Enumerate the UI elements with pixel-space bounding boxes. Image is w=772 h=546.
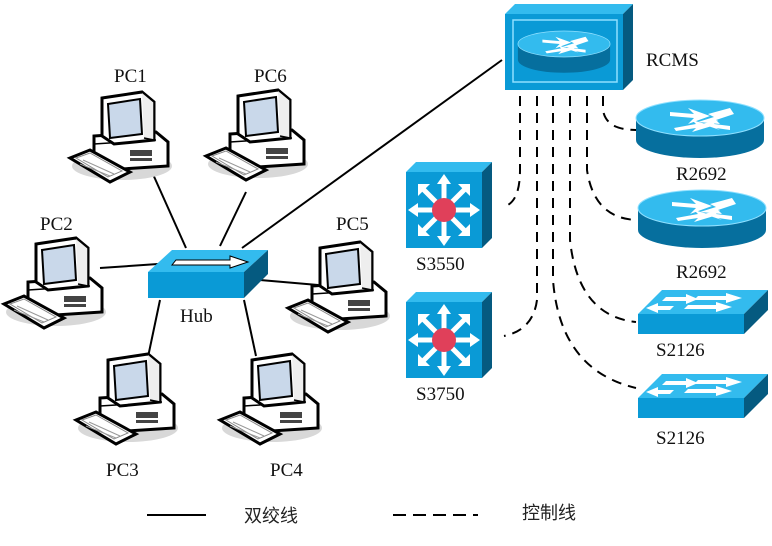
pc-label: PC5 bbox=[336, 214, 369, 235]
pc-5[interactable]: PC5 bbox=[286, 214, 392, 334]
pc-2[interactable]: PC2 bbox=[2, 214, 108, 330]
multilayer-switch-icon bbox=[406, 162, 492, 248]
hub-device[interactable]: Hub bbox=[148, 250, 268, 327]
link-hub-rcms bbox=[241, 59, 503, 249]
switch-icon bbox=[638, 374, 768, 418]
legend-dashed-label: 控制线 bbox=[522, 503, 576, 524]
router-icon bbox=[637, 189, 767, 249]
computer-icon bbox=[2, 236, 108, 330]
switch-s2126-1[interactable]: S2126 bbox=[638, 290, 768, 361]
link-pc6-hub bbox=[219, 191, 247, 247]
link-pc1-hub bbox=[151, 171, 187, 249]
router-icon bbox=[635, 99, 765, 159]
pc-label: PC4 bbox=[270, 460, 303, 481]
link-rcms-s3750 bbox=[503, 96, 538, 337]
switch-s2126-2[interactable]: S2126 bbox=[638, 374, 768, 449]
computer-icon bbox=[74, 352, 180, 446]
link-pc3-hub bbox=[147, 299, 161, 358]
router-r2692-1[interactable]: R2692 bbox=[635, 99, 765, 185]
legend: 双绞线 控制线 bbox=[147, 503, 576, 527]
computer-icon bbox=[204, 88, 310, 182]
pc-6[interactable]: PC6 bbox=[204, 66, 310, 182]
switch-label: S3550 bbox=[416, 254, 465, 275]
pc-label: PC1 bbox=[114, 66, 147, 87]
link-pc2-hub bbox=[99, 263, 159, 269]
twisted-pair-links bbox=[99, 59, 503, 358]
rcms-device[interactable]: RCMS bbox=[505, 4, 699, 90]
router-r2692-2[interactable]: R2692 bbox=[637, 189, 767, 283]
rcms-label: RCMS bbox=[646, 50, 699, 71]
multilayer-switch-icon bbox=[406, 292, 492, 378]
link-pc5-hub bbox=[259, 279, 319, 286]
pc-4[interactable]: PC4 bbox=[218, 352, 324, 481]
legend-solid-label: 双绞线 bbox=[244, 506, 298, 527]
computer-icon bbox=[68, 90, 174, 184]
link-rcms-s2126b bbox=[552, 96, 637, 389]
router-label: R2692 bbox=[676, 164, 727, 185]
link-rcms-r2692a bbox=[602, 96, 637, 131]
link-rcms-s3550 bbox=[505, 96, 521, 207]
link-pc4-hub bbox=[243, 299, 257, 357]
computer-icon bbox=[218, 352, 324, 446]
switch-label: S3750 bbox=[416, 384, 465, 405]
pc-label: PC2 bbox=[40, 214, 73, 235]
link-rcms-r2692b bbox=[586, 96, 637, 221]
router-label: R2692 bbox=[676, 262, 727, 283]
router-icon bbox=[517, 30, 611, 74]
hub-label: Hub bbox=[180, 306, 213, 327]
switch-icon bbox=[638, 290, 768, 334]
pc-1[interactable]: PC1 bbox=[68, 66, 174, 184]
control-links bbox=[503, 96, 637, 389]
switch-label: S2126 bbox=[656, 340, 705, 361]
switch-s3550[interactable]: S3550 bbox=[406, 162, 492, 275]
pc-label: PC3 bbox=[106, 460, 139, 481]
pc-label: PC6 bbox=[254, 66, 287, 87]
switch-label: S2126 bbox=[656, 428, 705, 449]
pc-3[interactable]: PC3 bbox=[74, 352, 180, 481]
link-rcms-s2126a bbox=[569, 96, 637, 323]
computer-icon bbox=[286, 240, 392, 334]
switch-s3750[interactable]: S3750 bbox=[406, 292, 492, 405]
